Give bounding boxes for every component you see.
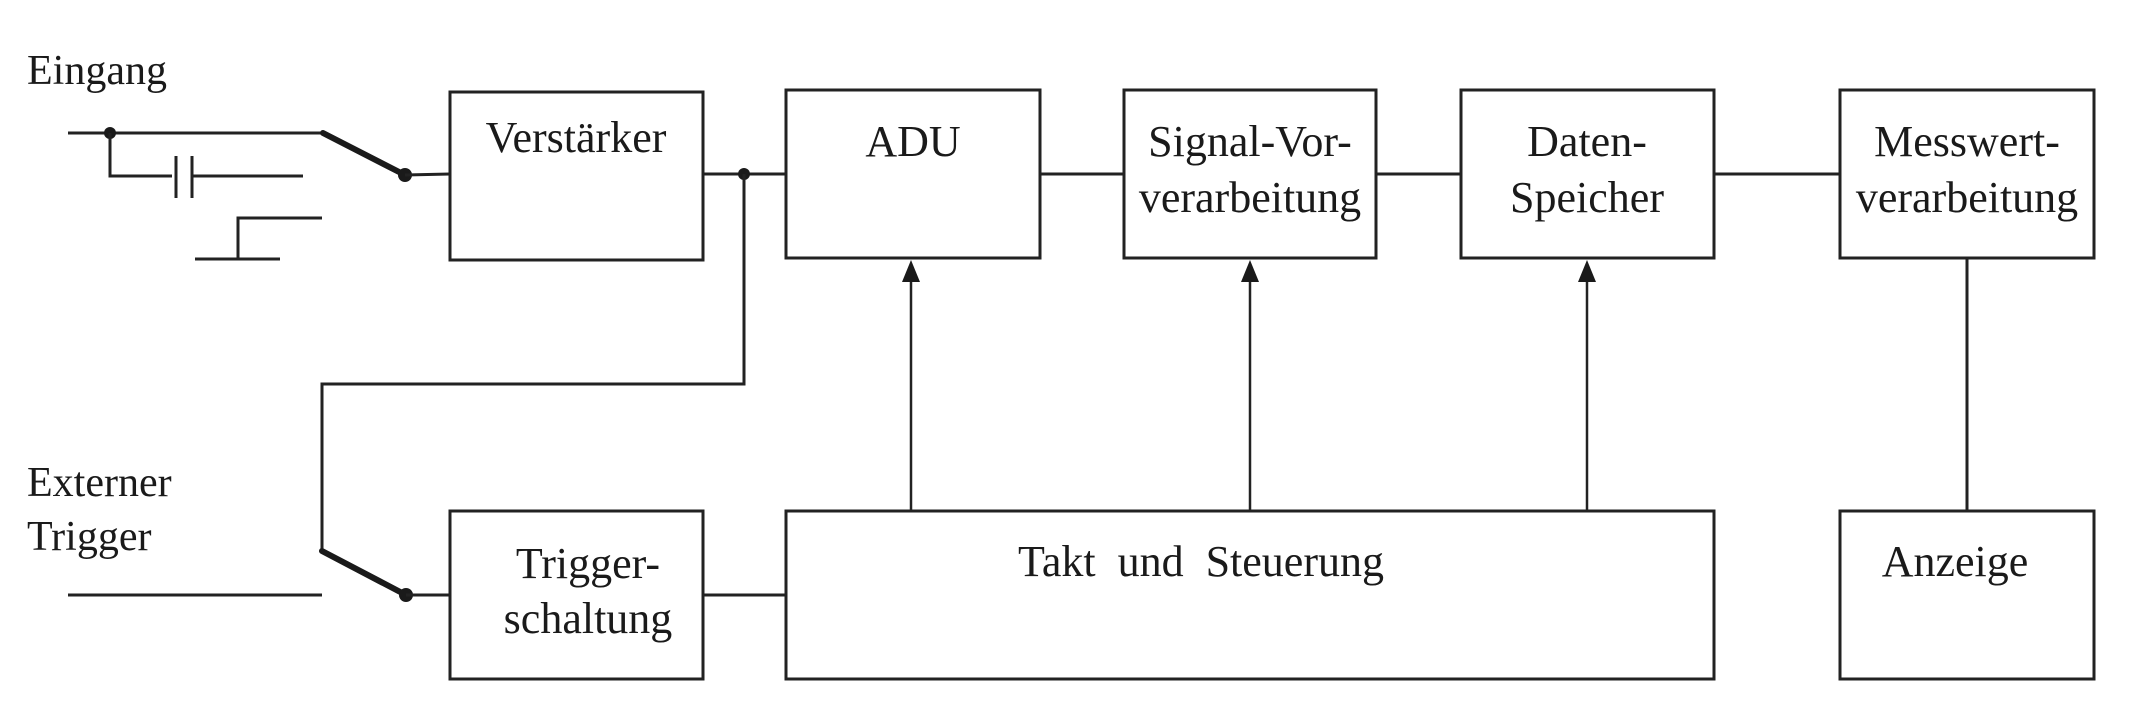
signal-vorverarbeitung-line1: Signal-Vor-: [1148, 117, 1352, 166]
block-daten-speicher: Daten- Speicher: [1459, 88, 1716, 260]
externer-trigger-label-line2: Trigger: [27, 514, 151, 560]
triggerschaltung-line1: Trigger-: [516, 539, 660, 588]
daten-speicher-line1: Daten-: [1527, 117, 1647, 166]
control-arrow-signal-vorverarbeitung: [1241, 260, 1259, 511]
daten-speicher-line2: Speicher: [1510, 173, 1664, 222]
block-signal-vorverarbeitung: Signal-Vor- verarbeitung: [1122, 88, 1378, 260]
eingang-label: Eingang: [27, 48, 167, 94]
signal-vorverarbeitung-line2: verarbeitung: [1139, 173, 1361, 222]
block-verstaerker: Verstärker: [448, 90, 705, 262]
verstaerker-label: Verstärker: [486, 113, 667, 162]
internal-trigger-wire: [320, 174, 746, 551]
messwertverarbeitung-line1: Messwert-: [1874, 117, 2060, 166]
arrowhead-icon: [1241, 260, 1259, 282]
block-triggerschaltung: Trigger- schaltung: [448, 509, 705, 681]
block-anzeige: Anzeige: [1838, 509, 2096, 681]
triggerschaltung-line2: schaltung: [504, 594, 673, 643]
takt-und-steuerung-label: Takt und Steuerung: [1018, 537, 1384, 586]
control-arrow-adu: [902, 260, 920, 511]
messwertverarbeitung-line2: verarbeitung: [1856, 173, 2078, 222]
control-arrow-daten-speicher: [1578, 260, 1596, 511]
input-coupling-switch: [68, 127, 451, 261]
arrowhead-icon: [1578, 260, 1596, 282]
arrowhead-icon: [902, 260, 920, 282]
input-switch-arm: [320, 130, 408, 178]
gnd-contact-line: [236, 216, 322, 259]
anzeige-label: Anzeige: [1882, 537, 2029, 586]
ac-branch-line: [108, 133, 172, 178]
switch-to-amplifier-line: [404, 172, 451, 177]
trigger-switch-arm: [319, 548, 409, 598]
block-adu: ADU: [784, 88, 1042, 260]
externer-trigger-label-line1: Externer: [27, 460, 172, 506]
block-messwertverarbeitung: Messwert- verarbeitung: [1838, 88, 2096, 260]
trigger-source-switch: [68, 548, 450, 602]
block-takt-und-steuerung: Takt und Steuerung: [784, 509, 1716, 681]
adu-label: ADU: [865, 117, 960, 166]
